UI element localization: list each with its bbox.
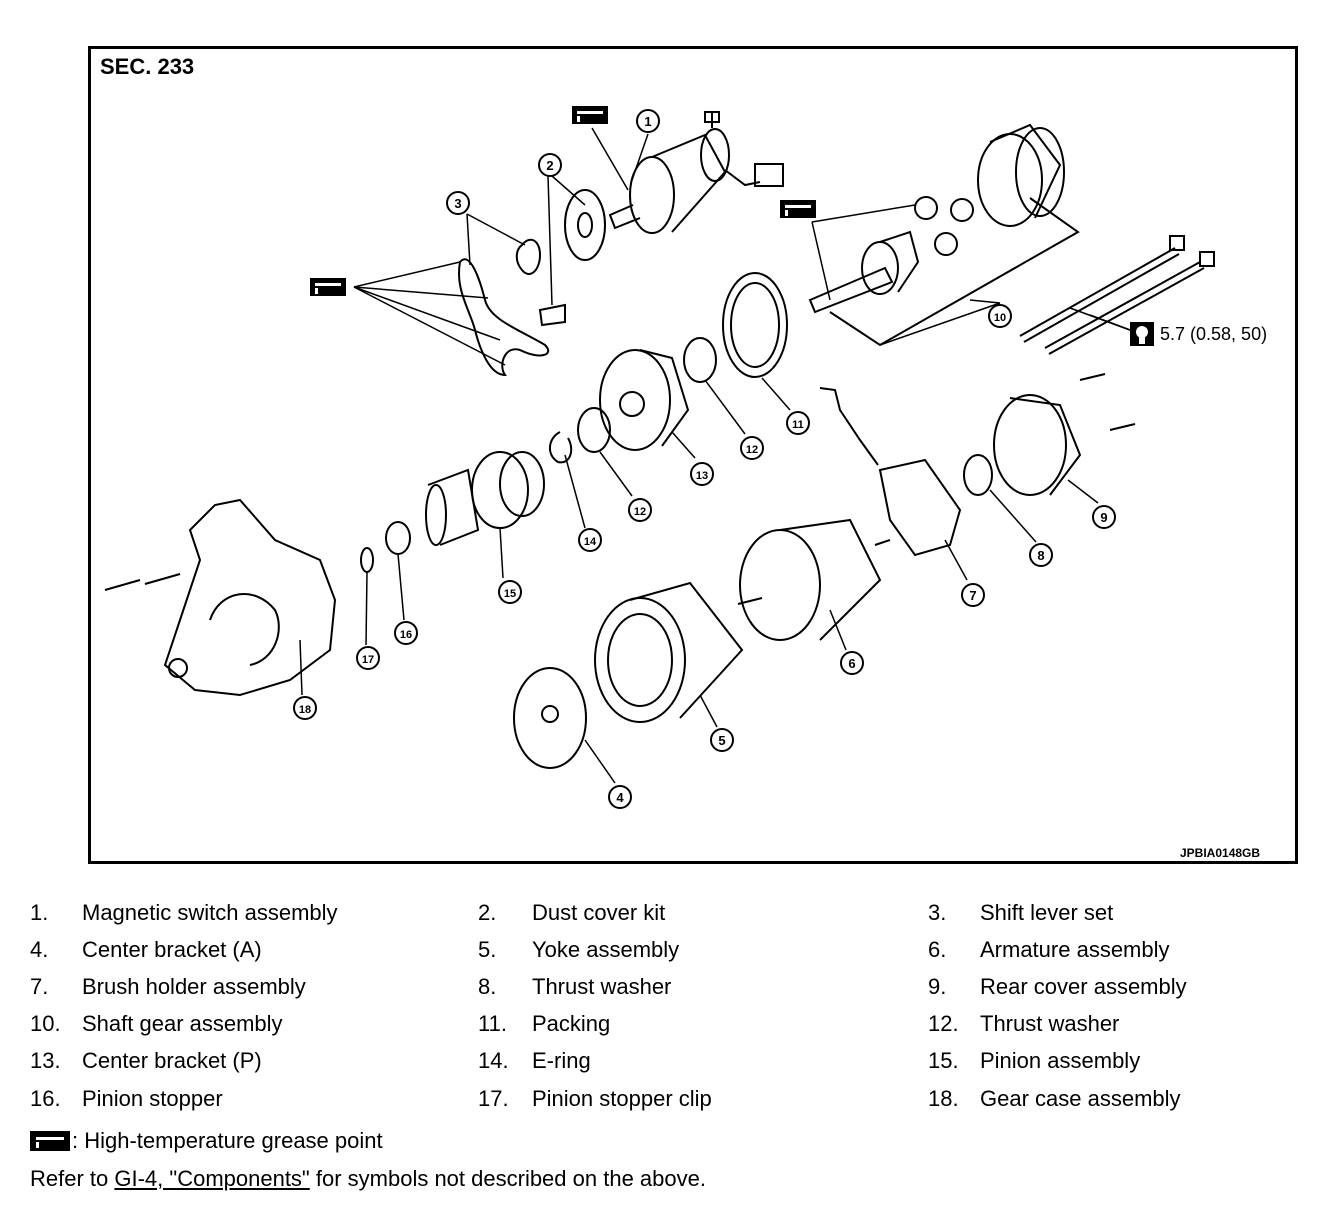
- part-packing: [722, 272, 788, 378]
- part-brush-holder: [819, 387, 962, 557]
- callout-12-label: 12: [634, 506, 646, 518]
- part-thrust-washer-upper: [683, 337, 717, 383]
- grease-point-icon: [310, 278, 346, 296]
- callout-17: [356, 646, 380, 670]
- callout-1-label: 1: [644, 114, 651, 129]
- callout-9-label: 9: [1100, 510, 1107, 525]
- part-armature: [737, 518, 891, 641]
- part-through-bolts: [1019, 235, 1215, 355]
- section-label: SEC. 233: [100, 54, 195, 79]
- callout-12: [628, 498, 652, 522]
- callout-11: [786, 411, 810, 435]
- callout-9: [1092, 505, 1116, 529]
- callout-5-label: 5: [718, 733, 725, 748]
- callout-13-label: 13: [696, 470, 708, 482]
- figure-reference: JPBIA0148GB: [1180, 846, 1261, 860]
- part-rear-cover: [993, 373, 1136, 496]
- callout-1: [636, 109, 660, 133]
- callout-14: [578, 528, 602, 552]
- part-pinion: [425, 451, 545, 546]
- torque-wrench-icon: [1130, 322, 1154, 346]
- callout-6-label: 6: [848, 656, 855, 671]
- callout-4: [608, 785, 632, 809]
- reference-note: Refer to GI-4, "Components" for symbols …: [30, 1166, 706, 1191]
- callout-16: [394, 621, 418, 645]
- grease-point-icon: [572, 106, 608, 124]
- callout-10: [988, 304, 1012, 328]
- callout-15-label: 15: [504, 588, 516, 600]
- callout-8: [1029, 543, 1053, 567]
- callout-3: [446, 191, 470, 215]
- components-link[interactable]: GI-4, "Components": [114, 1166, 310, 1191]
- part-pinion-stopper: [385, 521, 411, 555]
- callout-12-label: 12: [746, 444, 758, 456]
- callout-18-label: 18: [299, 704, 311, 716]
- callout-8-label: 8: [1037, 548, 1044, 563]
- part-e-ring: [549, 431, 573, 464]
- callout-13: [690, 462, 714, 486]
- callout-10-label: 10: [994, 312, 1006, 324]
- callout-4-label: 4: [616, 790, 624, 805]
- grease-point-icon: [30, 1131, 70, 1151]
- diagram-frame: [88, 46, 1298, 864]
- callout-14-label: 14: [584, 536, 597, 548]
- torque-spec: 5.7 (0.58, 50): [1160, 324, 1268, 344]
- exploded-view-diagram: 1 2 3 10 11 12 13 12 14 15 16 17 18 4 5 …: [104, 106, 1215, 809]
- callout-3-label: 3: [454, 196, 461, 211]
- callout-11-label: 11: [792, 419, 804, 431]
- part-internal-gear: [977, 123, 1065, 227]
- grease-note: : High-temperature grease point: [30, 1128, 383, 1154]
- callout-16-label: 16: [400, 629, 412, 641]
- callout-6: [840, 651, 864, 675]
- callout-2: [538, 153, 562, 177]
- grease-point-icon: [780, 200, 816, 218]
- callout-18: [293, 696, 317, 720]
- part-gear-case: [104, 498, 337, 697]
- callout-15: [498, 580, 522, 604]
- callout-17-label: 17: [362, 654, 374, 666]
- part-thrust-washer-lower: [577, 407, 611, 453]
- part-center-bracket-p: [599, 349, 690, 451]
- leader-lines: [299, 127, 1131, 784]
- part-magnetic-switch: [608, 111, 784, 234]
- part-shift-lever: [458, 238, 550, 377]
- part-shaft-gear: [808, 196, 1080, 347]
- callout-7-label: 7: [969, 588, 976, 603]
- callout-7: [961, 583, 985, 607]
- part-pinion-stopper-clip: [360, 547, 374, 573]
- part-yoke: [594, 581, 744, 723]
- callout-5: [710, 728, 734, 752]
- part-dust-cover-kit: [538, 189, 606, 327]
- part-thrust-washer-rear: [963, 454, 993, 496]
- callout-2-label: 2: [546, 158, 553, 173]
- callout-12: [740, 436, 764, 460]
- part-center-bracket-a: [513, 667, 587, 769]
